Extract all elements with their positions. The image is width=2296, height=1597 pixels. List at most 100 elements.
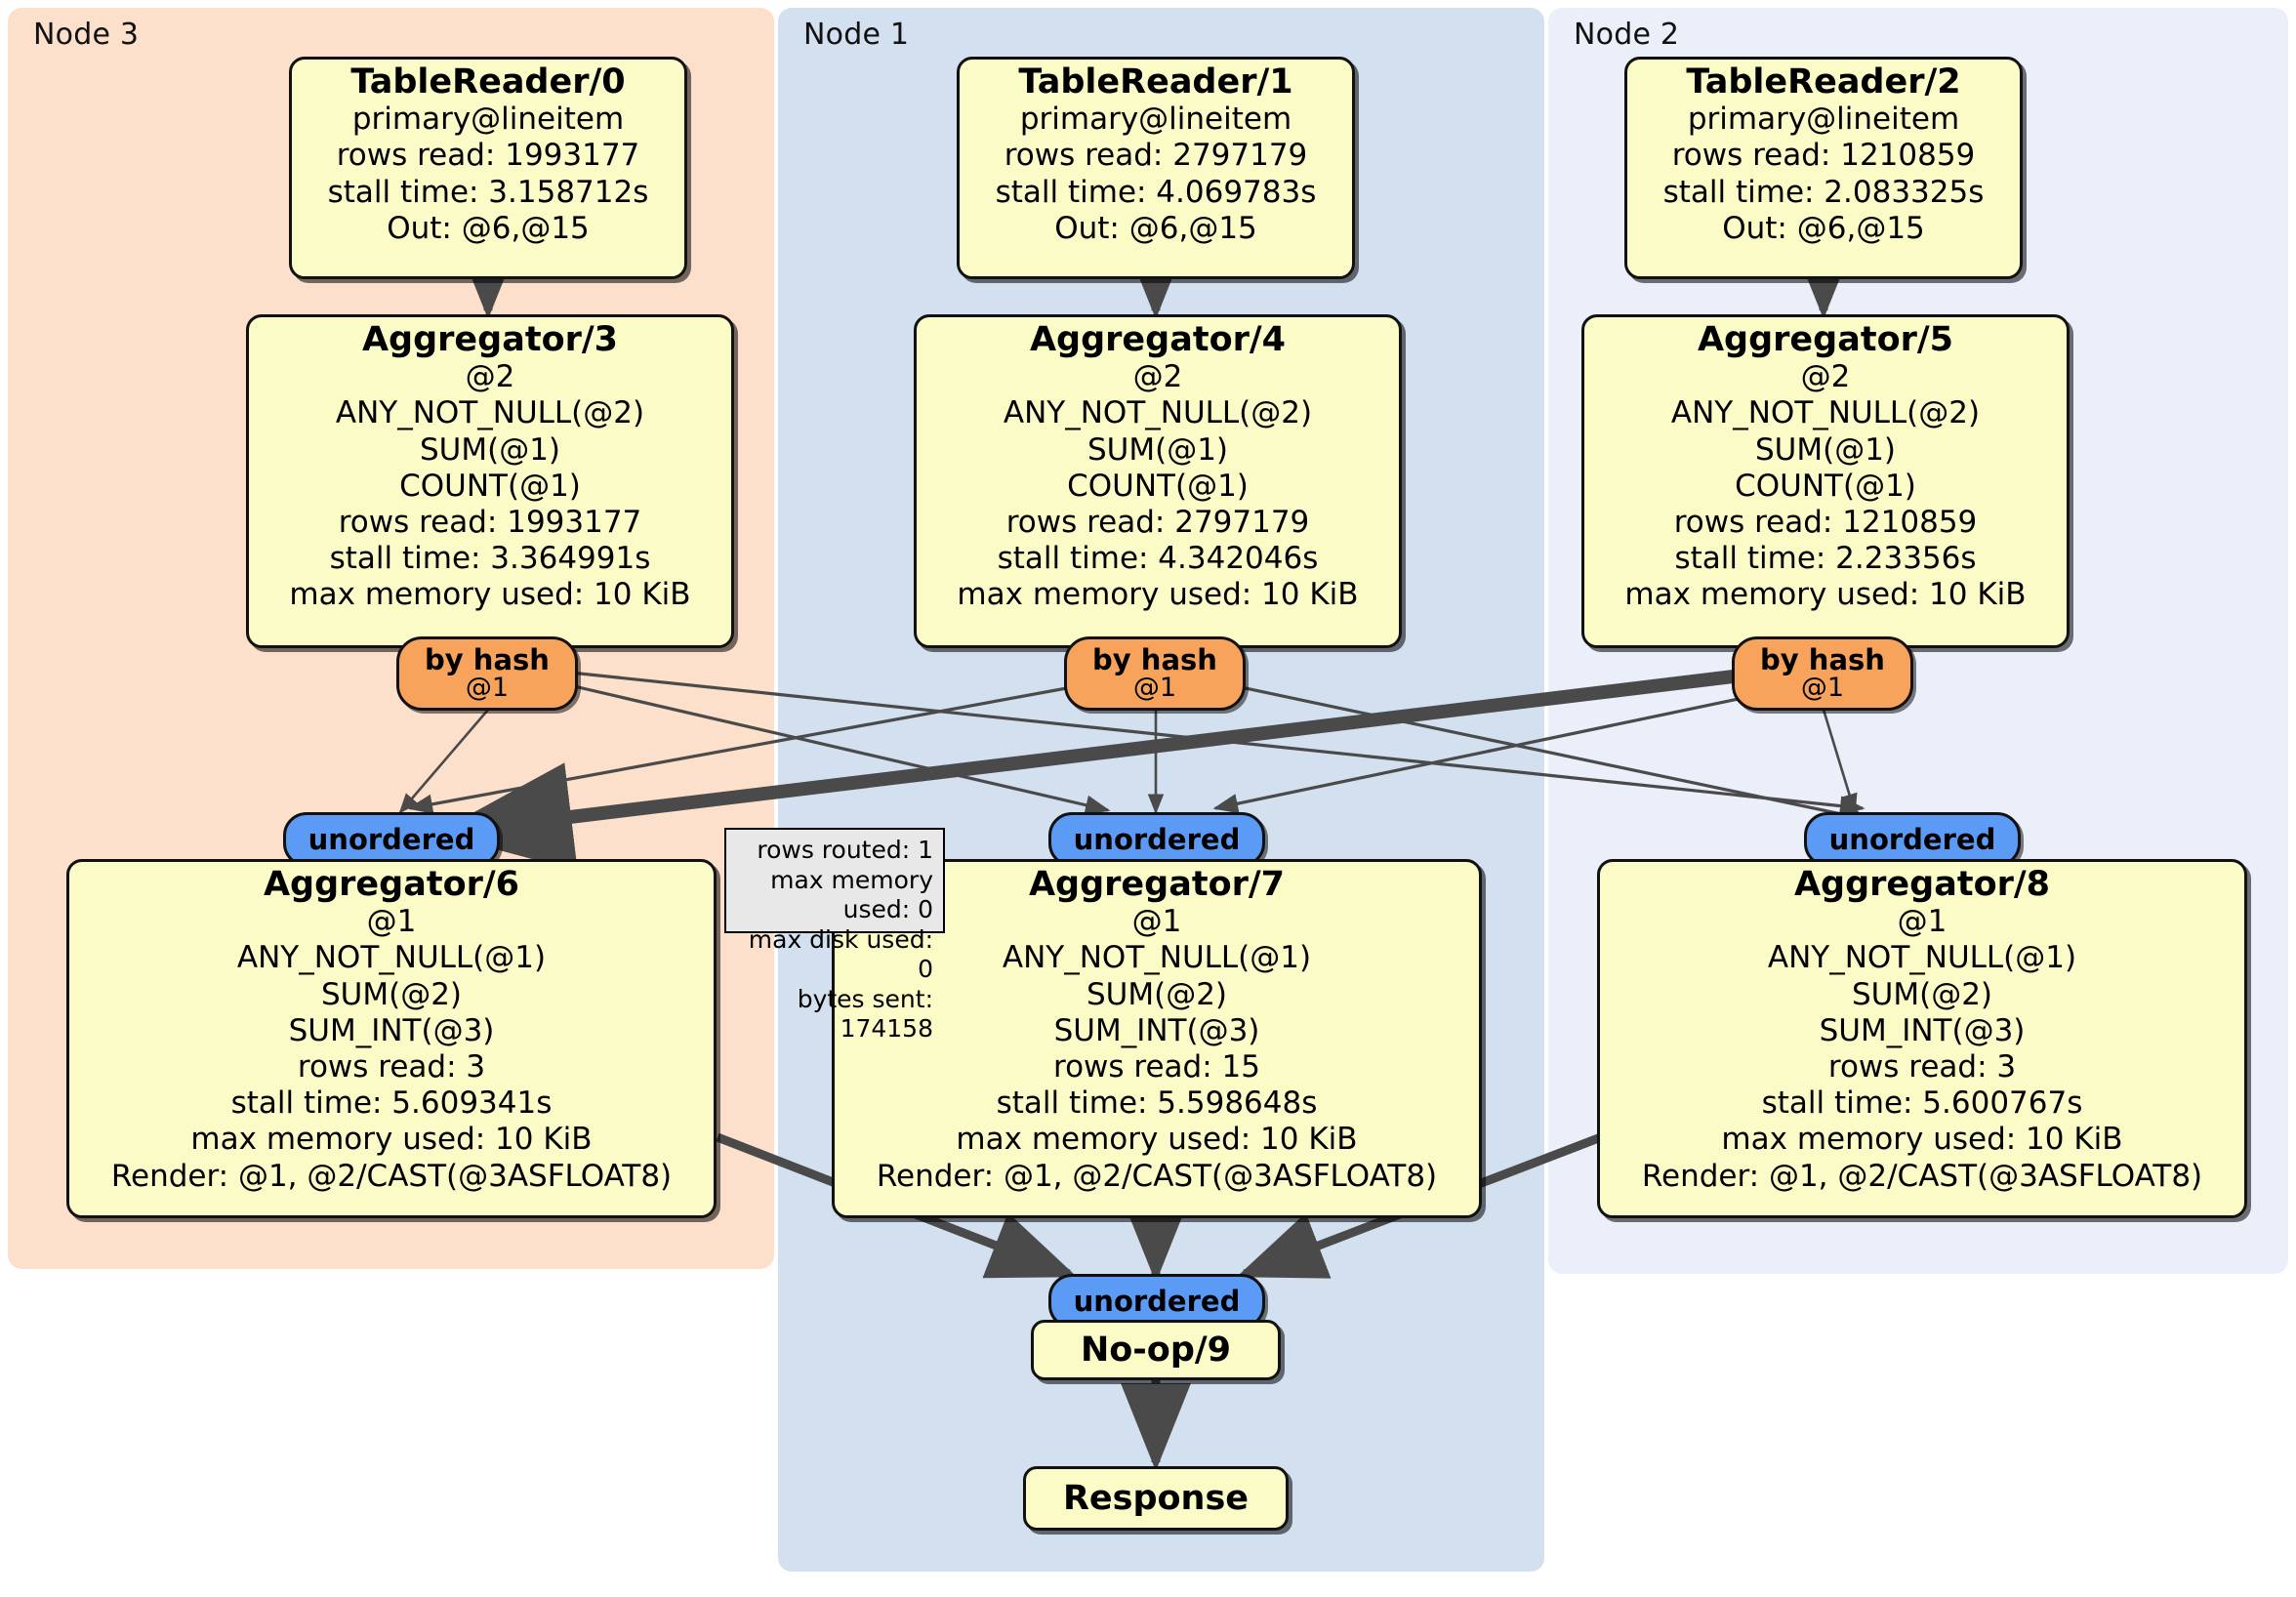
processor-line: SUM(@2) xyxy=(1086,976,1228,1012)
processor-line: SUM_INT(@3) xyxy=(1053,1012,1260,1048)
processor-line: ANY_NOT_NULL(@2) xyxy=(1003,395,1313,431)
processor-line: primary@lineitem xyxy=(351,102,625,138)
processor-title: Aggregator/4 xyxy=(1029,320,1287,359)
router-sublabel: @1 xyxy=(1800,673,1845,704)
processor-title: Aggregator/3 xyxy=(361,320,619,359)
processor-line: ANY_NOT_NULL(@1) xyxy=(1767,940,2077,976)
router-label: by hash xyxy=(1760,642,1885,676)
router-byhash-4[interactable]: by hash @1 xyxy=(1064,636,1246,711)
processor-line: max memory used: 10 KiB xyxy=(957,577,1359,613)
processor-title: Aggregator/7 xyxy=(1028,865,1286,904)
processor-line: SUM(@1) xyxy=(1086,431,1229,468)
processor-line: SUM_INT(@3) xyxy=(1819,1012,2026,1048)
stats-line: max memory used: 0 xyxy=(770,865,933,924)
edge-byhash4-unordered8 xyxy=(1221,681,1872,826)
synchronizer-unordered-7[interactable]: unordered xyxy=(1048,812,1265,867)
router-label: by hash xyxy=(1092,642,1217,676)
router-label: by hash xyxy=(425,642,550,676)
processor-title: TableReader/0 xyxy=(350,62,626,102)
cluster-label-node-2: Node 2 xyxy=(1574,18,1680,52)
processor-line: Out: @6,@15 xyxy=(1722,210,1925,246)
processor-line: max memory used: 10 KiB xyxy=(956,1122,1358,1158)
processor-line: @1 xyxy=(1131,904,1182,940)
node-response[interactable]: Response xyxy=(1023,1466,1289,1531)
processor-line: rows read: 2797179 xyxy=(1004,138,1308,174)
processor-line: COUNT(@1) xyxy=(399,468,581,504)
processor-line: rows read: 2797179 xyxy=(1005,504,1310,540)
processor-line: stall time: 3.158712s xyxy=(327,174,649,210)
synchronizer-label: unordered xyxy=(308,822,475,856)
router-sublabel: @1 xyxy=(465,673,510,704)
processor-line: @2 xyxy=(1132,359,1183,395)
processor-line: Render: @1, @2/CAST(@3ASFLOAT8) xyxy=(1641,1158,2203,1194)
edge-byhash5-unordered8 xyxy=(1822,709,1858,814)
processor-tablereader1[interactable]: TableReader/1 primary@lineitem rows read… xyxy=(957,57,1355,279)
stats-line: max disk used: 0 xyxy=(748,924,933,984)
processor-title: Aggregator/6 xyxy=(263,865,520,904)
router-sublabel: @1 xyxy=(1132,673,1177,704)
processor-line: SUM(@1) xyxy=(1754,431,1897,468)
processor-line: SUM(@2) xyxy=(1851,976,1993,1012)
processor-title: Aggregator/8 xyxy=(1793,865,2051,904)
edge-byhash5-unordered6 xyxy=(435,667,1758,872)
processor-line: stall time: 2.083325s xyxy=(1662,174,1985,210)
processor-aggregator8[interactable]: Aggregator/8 @1 ANY_NOT_NULL(@1) SUM(@2)… xyxy=(1597,859,2247,1218)
processor-title: TableReader/2 xyxy=(1686,62,1961,102)
processor-line: Out: @6,@15 xyxy=(1054,210,1257,246)
edge-byhash5-unordered7 xyxy=(1212,693,1758,814)
processor-line: stall time: 3.364991s xyxy=(329,541,651,577)
processor-line: SUM(@1) xyxy=(419,431,561,468)
processor-line: @1 xyxy=(366,904,417,940)
processor-line: max memory used: 10 KiB xyxy=(1624,577,2027,613)
processor-line: @2 xyxy=(1800,359,1851,395)
processor-line: ANY_NOT_NULL(@1) xyxy=(1002,940,1312,976)
processor-line: SUM(@2) xyxy=(320,976,463,1012)
processor-line: stall time: 5.598648s xyxy=(996,1085,1318,1122)
stats-tooltip: rows routed: 1 max memory used: 0 max di… xyxy=(724,828,945,1043)
processor-line: COUNT(@1) xyxy=(1067,468,1249,504)
processor-line: rows read: 1210859 xyxy=(1673,504,1978,540)
processor-line: @1 xyxy=(1897,904,1948,940)
processor-line: Render: @1, @2/CAST(@3ASFLOAT8) xyxy=(110,1158,673,1194)
processor-line: Out: @6,@15 xyxy=(387,210,590,246)
processor-line: stall time: 2.23356s xyxy=(1674,541,1977,577)
processor-tablereader0[interactable]: TableReader/0 primary@lineitem rows read… xyxy=(289,57,687,279)
stats-line: bytes sent: 174158 xyxy=(797,984,933,1044)
processor-line: stall time: 5.600767s xyxy=(1761,1085,2083,1122)
router-byhash-5[interactable]: by hash @1 xyxy=(1732,636,1913,711)
processor-line: rows read: 3 xyxy=(1827,1048,2017,1085)
processor-line: primary@lineitem xyxy=(1687,102,1960,138)
synchronizer-label: unordered xyxy=(1828,822,1996,856)
processor-line: COUNT(@1) xyxy=(1735,468,1916,504)
synchronizer-label: unordered xyxy=(1073,1284,1241,1318)
processor-line: @2 xyxy=(465,359,515,395)
edge-byhash3-unordered7 xyxy=(560,681,1111,815)
processor-line: ANY_NOT_NULL(@2) xyxy=(335,395,645,431)
synchronizer-label: unordered xyxy=(1073,822,1241,856)
cluster-label-node-3: Node 3 xyxy=(33,18,140,52)
processor-aggregator7[interactable]: Aggregator/7 @1 ANY_NOT_NULL(@1) SUM(@2)… xyxy=(832,859,1482,1218)
processor-line: ANY_NOT_NULL(@2) xyxy=(1670,395,1981,431)
processor-aggregator6[interactable]: Aggregator/6 @1 ANY_NOT_NULL(@1) SUM(@2)… xyxy=(66,859,717,1218)
cluster-label-node-1: Node 1 xyxy=(803,18,910,52)
processor-line: max memory used: 10 KiB xyxy=(289,577,691,613)
processor-line: primary@lineitem xyxy=(1019,102,1292,138)
processor-line: rows read: 1210859 xyxy=(1671,138,1976,174)
processor-line: stall time: 5.609341s xyxy=(230,1085,553,1122)
processor-line: SUM_INT(@3) xyxy=(288,1012,495,1048)
processor-noop9[interactable]: No-op/9 xyxy=(1031,1320,1281,1380)
processor-line: rows read: 1993177 xyxy=(336,138,640,174)
processor-line: rows read: 1993177 xyxy=(338,504,642,540)
processor-line: rows read: 3 xyxy=(297,1048,486,1085)
processor-tablereader2[interactable]: TableReader/2 primary@lineitem rows read… xyxy=(1624,57,2023,279)
processor-aggregator4[interactable]: Aggregator/4 @2 ANY_NOT_NULL(@2) SUM(@1)… xyxy=(914,314,1402,648)
processor-aggregator3[interactable]: Aggregator/3 @2 ANY_NOT_NULL(@2) SUM(@1)… xyxy=(246,314,734,648)
processor-line: max memory used: 10 KiB xyxy=(190,1122,593,1158)
processor-aggregator5[interactable]: Aggregator/5 @2 ANY_NOT_NULL(@2) SUM(@1)… xyxy=(1581,314,2070,648)
processor-line: max memory used: 10 KiB xyxy=(1721,1122,2123,1158)
router-byhash-3[interactable]: by hash @1 xyxy=(396,636,578,711)
processor-line: stall time: 4.069783s xyxy=(995,174,1317,210)
processor-line: rows read: 15 xyxy=(1053,1048,1260,1085)
stats-line: rows routed: 1 xyxy=(757,836,933,864)
